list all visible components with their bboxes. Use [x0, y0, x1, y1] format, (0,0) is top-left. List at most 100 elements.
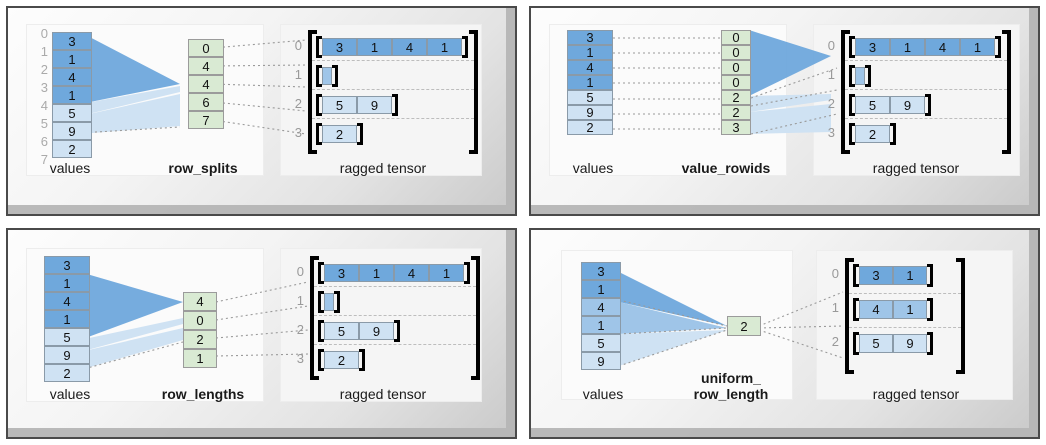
value-cell: 3: [44, 256, 90, 274]
encoding-cell: 4: [188, 75, 224, 93]
value-cell: 1: [567, 45, 613, 60]
tensor-cell: 9: [890, 96, 925, 114]
value-index-label: 6: [40, 134, 48, 149]
tensor-cell: 9: [359, 322, 394, 340]
inner-bracket-right: [392, 94, 398, 116]
tensor-row-index: 1: [831, 300, 839, 315]
row-divider: [845, 60, 1007, 61]
tensor-cell: 1: [893, 300, 927, 319]
outer-bracket-left: [310, 256, 319, 380]
inner-bracket-left: [318, 291, 324, 313]
value-cell: 5: [581, 334, 621, 352]
inner-bracket-right: [865, 65, 871, 87]
connector-layer-4: [618, 272, 844, 367]
value-cell: 9: [581, 352, 621, 370]
tensor-row-index: 2: [827, 96, 835, 111]
tensor-cell: 2: [855, 125, 890, 143]
outer-bracket-right: [469, 30, 478, 154]
inner-bracket-right: [925, 94, 931, 116]
tensor-cell: 3: [322, 38, 357, 56]
tensor-cell: 4: [925, 38, 960, 56]
encoding-caption-4: uniform_ row_length: [693, 370, 769, 403]
value-index-label: 7: [40, 152, 48, 167]
value-cell: 2: [44, 364, 90, 382]
value-cell: 3: [567, 30, 613, 45]
value-cell: 3: [52, 32, 92, 50]
tensor-cell: 1: [960, 38, 995, 56]
inner-bracket-right: [357, 123, 363, 145]
tensor-cell: 3: [855, 38, 890, 56]
encoding-cell: 2: [721, 105, 751, 120]
value-cell: 4: [581, 298, 621, 316]
inner-bracket-left: [849, 36, 855, 58]
outer-bracket-left: [308, 30, 317, 154]
values-caption-4: values: [582, 386, 624, 402]
encoding-cell: 3: [721, 120, 751, 135]
outer-bracket-right: [471, 256, 480, 380]
tensor-cell: 1: [357, 38, 392, 56]
inner-bracket-left: [849, 94, 855, 116]
inner-bracket-left: [853, 298, 859, 321]
inner-bracket-right: [927, 332, 933, 355]
inner-bracket-right: [927, 264, 933, 287]
row-divider: [845, 118, 1007, 119]
tensor-caption-1: ragged tensor: [339, 160, 427, 176]
encoding-cell: 0: [721, 30, 751, 45]
row-divider: [312, 89, 474, 90]
tensor-row-index: 0: [831, 266, 839, 281]
encoding-cell: 0: [721, 60, 751, 75]
value-cell: 4: [52, 68, 92, 86]
value-cell: 9: [567, 105, 613, 120]
row-divider: [845, 89, 1007, 90]
inner-bracket-right: [462, 36, 468, 58]
tensor-cell: 9: [893, 334, 927, 353]
tensor-cell: [324, 293, 334, 311]
row-divider: [314, 286, 476, 287]
outer-bracket-right: [1002, 30, 1011, 154]
encoding-caption-3: row_lengths: [161, 386, 245, 402]
outer-bracket-left: [841, 30, 850, 154]
encoding-cell: 2: [183, 330, 217, 349]
tensor-row-index: 1: [296, 293, 304, 308]
value-cell: 5: [52, 104, 92, 122]
inner-bracket-left: [316, 36, 322, 58]
row-divider: [314, 315, 476, 316]
value-cell: 9: [44, 346, 90, 364]
value-cell: 4: [44, 292, 90, 310]
encoding-cell: 0: [188, 39, 224, 57]
encoding-cell: 1: [183, 349, 217, 368]
row-divider: [849, 327, 961, 328]
value-index-label: 1: [40, 44, 48, 59]
connector-layer-2: [613, 30, 838, 135]
value-cell: 2: [567, 120, 613, 135]
inner-bracket-left: [316, 65, 322, 87]
encoding-cell: 0: [721, 45, 751, 60]
inner-bracket-left: [853, 332, 859, 355]
encoding-cell: 4: [183, 292, 217, 311]
inner-bracket-left: [318, 262, 324, 284]
tensor-row-index: 1: [294, 67, 302, 82]
encoding-cell: 0: [721, 75, 751, 90]
tensor-row-index: 1: [827, 67, 835, 82]
value-cell: 1: [581, 280, 621, 298]
tensor-cell: 9: [357, 96, 392, 114]
outer-bracket-left: [845, 258, 854, 374]
inner-bracket-left: [316, 123, 322, 145]
inner-bracket-left: [316, 94, 322, 116]
value-cell: 1: [52, 86, 92, 104]
inner-bracket-left: [849, 65, 855, 87]
value-index-label: 5: [40, 116, 48, 131]
inner-bracket-left: [853, 264, 859, 287]
tensor-cell: 1: [359, 264, 394, 282]
tensor-caption-3: ragged tensor: [339, 386, 427, 402]
inner-bracket-right: [334, 291, 340, 313]
value-cell: 1: [44, 310, 90, 328]
inner-bracket-right: [464, 262, 470, 284]
